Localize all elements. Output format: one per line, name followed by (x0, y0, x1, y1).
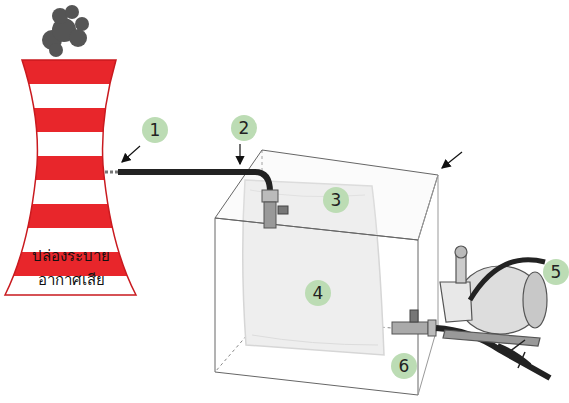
callout-number: 1 (142, 117, 168, 143)
callout-number: 5 (543, 259, 569, 285)
bottom-valve (392, 310, 436, 336)
chimney-label: ปล่องระบาย อากาศเสีย (19, 244, 123, 292)
pointer-arrow (122, 146, 140, 162)
top-valve (262, 190, 288, 228)
tube (498, 345, 530, 365)
chimney: ปล่องระบาย อากาศเสีย (0, 55, 142, 300)
tube (436, 328, 550, 378)
pointer-arrow (239, 144, 240, 164)
box (215, 150, 438, 395)
pointer-arrow (442, 152, 462, 168)
smoke (42, 5, 89, 57)
tube (118, 172, 270, 192)
callout-number: 4 (305, 280, 331, 306)
pump (440, 246, 547, 368)
callout-number: 6 (391, 353, 417, 379)
callout-number: 2 (231, 115, 257, 141)
callout-number: 3 (323, 187, 349, 213)
